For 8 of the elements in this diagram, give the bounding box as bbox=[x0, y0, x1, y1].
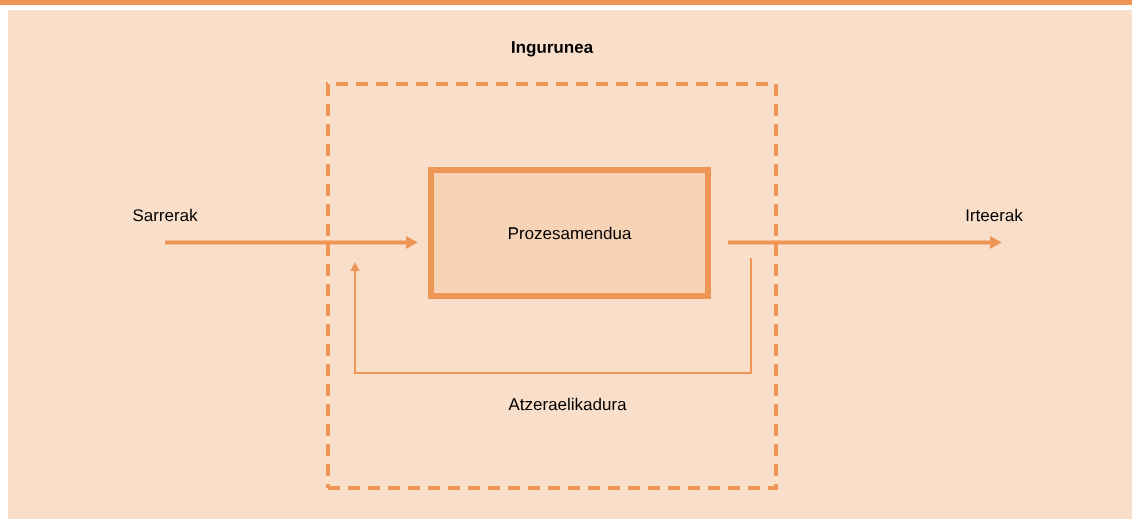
dashed-boundary-box bbox=[326, 82, 778, 490]
feedback-arrow bbox=[350, 257, 752, 374]
io-label: Sarrerak bbox=[133, 208, 198, 222]
edge-label: Atzeraelikadura bbox=[508, 397, 627, 411]
process-label: Prozesamendua bbox=[509, 226, 632, 240]
boundary-title: Ingurunea bbox=[512, 41, 594, 57]
process-box bbox=[428, 167, 711, 299]
io-label: Irteerak bbox=[966, 208, 1023, 222]
